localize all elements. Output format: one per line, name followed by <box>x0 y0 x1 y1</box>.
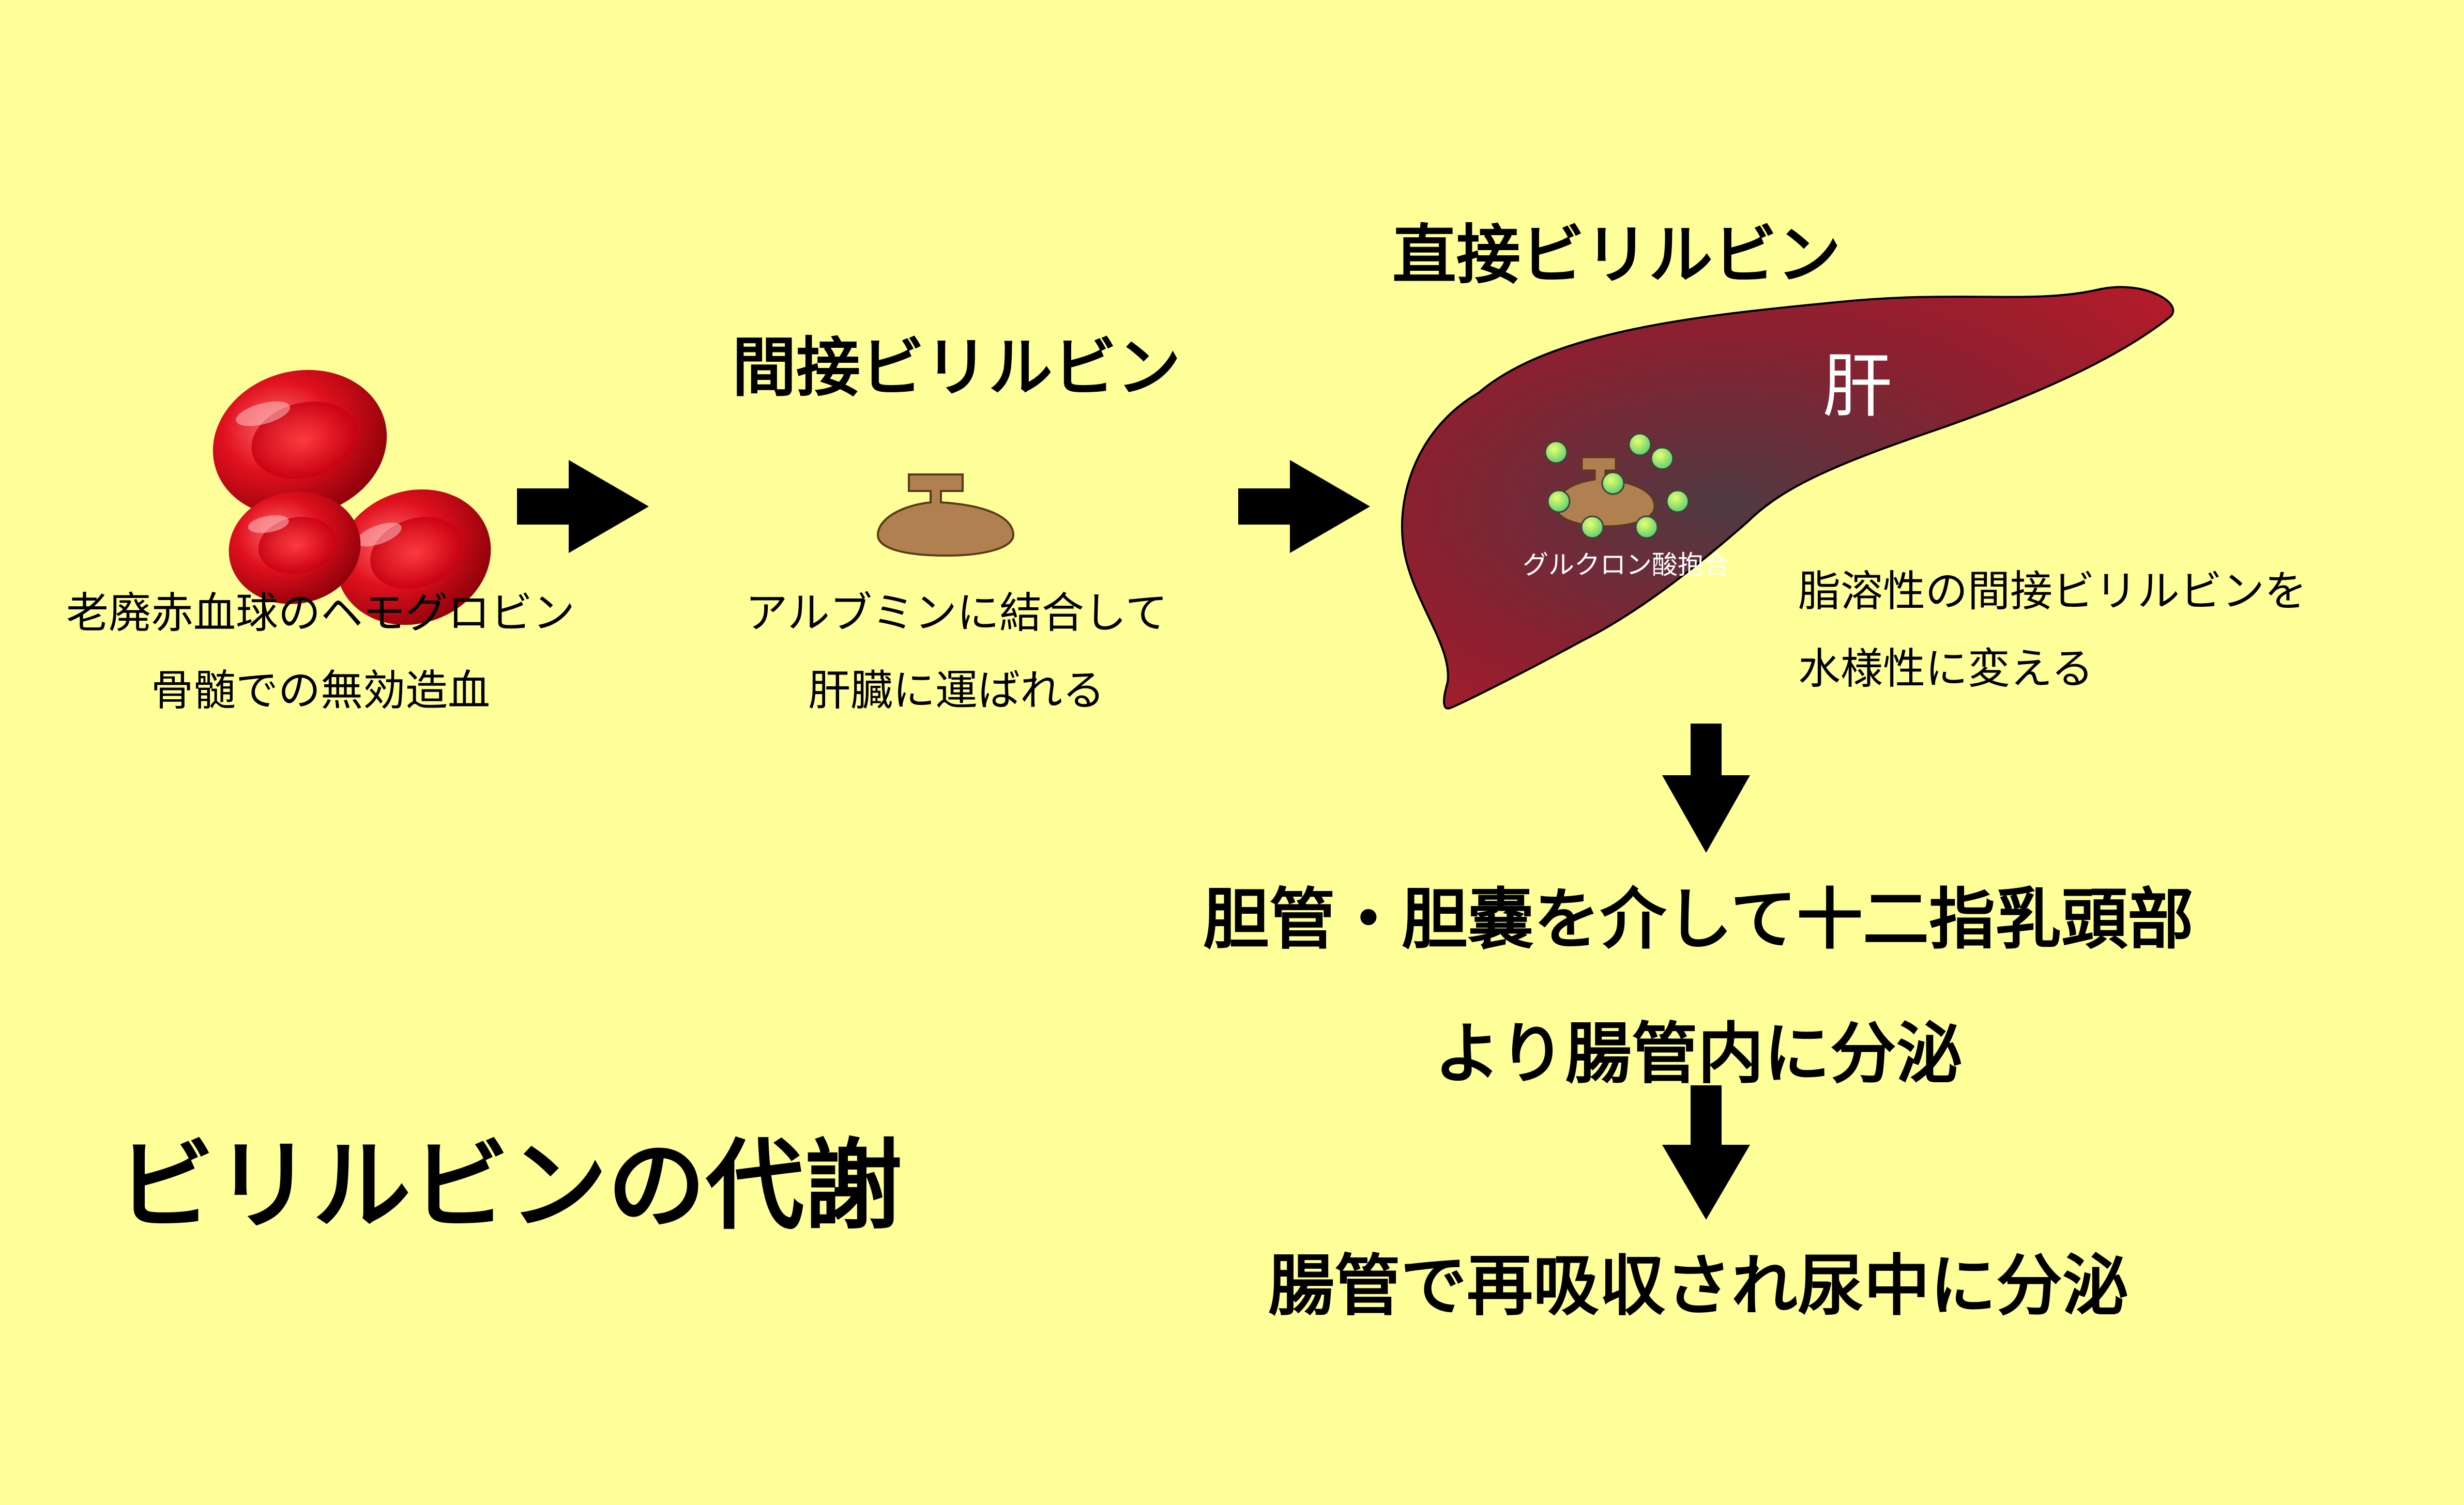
arrow-down-icon <box>1662 724 1750 853</box>
step3-note: 脂溶性の間接ビリルビンを 水様性に変える <box>1798 553 2307 708</box>
step2-caption: アルブミンに結合して 肝臓に運ばれる <box>746 575 1168 730</box>
step3-note-line1: 脂溶性の間接ビリルビンを <box>1798 567 2307 616</box>
step2-caption-line1: アルブミンに結合して <box>745 589 1168 638</box>
step4-line1: 胆管・胆嚢を介して十二指乳頭部 <box>1203 881 2194 958</box>
direct-bilirubin-heading: 直接ビリルビン <box>1392 218 1842 293</box>
step4-text: 胆管・胆嚢を介して十二指乳頭部 より腸管内に分泌 <box>1203 853 2194 1122</box>
glucuronide-conjugate-icon <box>1544 433 1690 539</box>
step4-line2: より腸管内に分泌 <box>1434 1016 1963 1093</box>
step1-caption-line2: 骨髄での無効造血 <box>150 666 491 715</box>
indirect-bilirubin-heading: 間接ビリルビン <box>732 331 1181 405</box>
arrow-down-icon <box>1662 1085 1750 1220</box>
liver-icon <box>1401 286 2174 710</box>
arrow-right-icon <box>517 460 649 553</box>
conjugation-label: グルクロン酸抱合 <box>1523 550 1729 580</box>
page-title: ビリルビンの代謝 <box>116 1129 903 1243</box>
step1-caption: 老廃赤血球のヘモグロビン 骨髄での無効造血 <box>66 575 575 730</box>
step2-caption-line2: 肝臓に運ばれる <box>808 666 1105 715</box>
liver-label: 肝 <box>1822 346 1892 427</box>
step3-note-line2: 水様性に変える <box>1798 644 2094 694</box>
red-blood-cells-icon <box>212 370 491 625</box>
albumin-icon <box>876 473 1015 557</box>
step1-caption-line1: 老廃赤血球のヘモグロビン <box>66 589 575 638</box>
step5-text: 腸管で再吸収され尿中に分泌 <box>1268 1248 2129 1325</box>
arrow-right-icon <box>1238 460 1370 553</box>
